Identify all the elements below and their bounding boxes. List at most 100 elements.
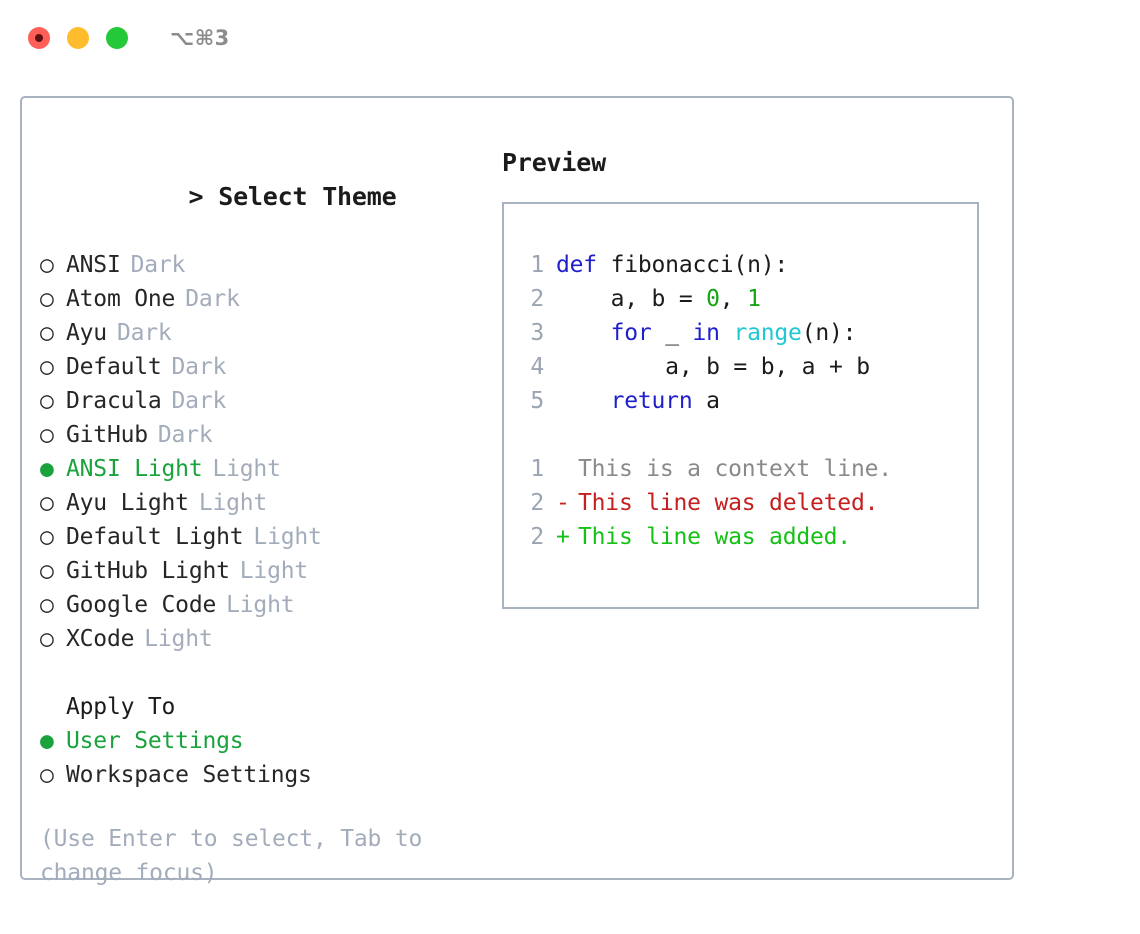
theme-option-name: GitHub Light bbox=[66, 558, 230, 584]
code-line-content: return a bbox=[556, 384, 720, 418]
diff-line-number: 1 bbox=[530, 456, 544, 482]
theme-option-kind: Light bbox=[212, 456, 281, 482]
code-line: 2 a, b = 0, 1 bbox=[516, 282, 971, 316]
theme-option-kind: Light bbox=[253, 524, 322, 550]
diff-marker: - bbox=[556, 490, 570, 516]
code-token-kw: for bbox=[610, 320, 652, 346]
theme-option-kind: Dark bbox=[130, 252, 186, 278]
apply-to-option-label: User Settings bbox=[66, 728, 244, 754]
theme-option-row[interactable]: ○ Atom One Dark bbox=[40, 282, 490, 316]
theme-option-row[interactable]: ○ Google Code Light bbox=[40, 588, 490, 622]
maximize-window-button[interactable] bbox=[106, 27, 128, 49]
diff-line-context: 1 This is a context line. bbox=[516, 452, 971, 486]
theme-option-name: Dracula bbox=[66, 388, 162, 414]
radio-unselected-icon[interactable]: ○ bbox=[40, 490, 54, 516]
title-bar: ⌥⌘3 bbox=[0, 0, 1140, 76]
radio-unselected-icon[interactable]: ○ bbox=[40, 354, 54, 380]
theme-option-kind: Light bbox=[198, 490, 268, 516]
radio-unselected-icon[interactable]: ○ bbox=[40, 422, 54, 448]
code-token-plain: , bbox=[719, 286, 748, 312]
apply-to-heading: Apply To bbox=[66, 694, 176, 720]
code-token-plain: _ bbox=[651, 320, 693, 346]
theme-option-row[interactable]: ○ Ayu Light Light bbox=[40, 486, 490, 520]
diff-line-add: 2+This line was added. bbox=[516, 520, 971, 554]
code-token-plain: (n): bbox=[801, 320, 857, 346]
diff-line-content: This is a context line. bbox=[578, 456, 892, 482]
apply-to-option-row[interactable]: ● User Settings bbox=[40, 724, 490, 758]
radio-unselected-icon[interactable]: ○ bbox=[40, 252, 54, 278]
theme-option-kind: Dark bbox=[171, 354, 227, 380]
radio-unselected-icon[interactable]: ○ bbox=[40, 592, 54, 618]
radio-unselected-icon[interactable]: ○ bbox=[40, 558, 54, 584]
theme-option-name: ANSI Light bbox=[66, 456, 203, 482]
radio-unselected-icon[interactable]: ○ bbox=[40, 286, 54, 312]
theme-option-name: Default bbox=[66, 354, 162, 380]
code-token-kw: def bbox=[556, 252, 611, 278]
theme-option-name: Ayu Light bbox=[66, 490, 189, 516]
theme-option-row[interactable]: ● ANSI Light Light bbox=[40, 452, 490, 486]
theme-option-kind: Dark bbox=[116, 320, 172, 346]
diff-line-list: 1 This is a context line.2-This line was… bbox=[516, 452, 971, 554]
radio-unselected-icon[interactable]: ○ bbox=[40, 524, 54, 550]
code-line-content: def fibonacci(n): bbox=[556, 248, 788, 282]
code-line-number: 1 bbox=[530, 252, 544, 278]
diff-marker bbox=[556, 452, 578, 486]
code-token-plain: a, b = bbox=[556, 286, 707, 312]
keyboard-hint-text: (Use Enter to select, Tab to change focu… bbox=[40, 826, 423, 886]
theme-option-name: Default Light bbox=[66, 524, 244, 550]
code-line-number: 4 bbox=[530, 354, 544, 380]
theme-option-kind: Light bbox=[144, 626, 213, 652]
select-theme-label: Select Theme bbox=[218, 182, 397, 211]
code-line-content: a, b = 0, 1 bbox=[556, 282, 761, 316]
diff-line-number: 2 bbox=[530, 490, 544, 516]
radio-selected-icon[interactable]: ● bbox=[40, 728, 54, 754]
theme-option-row[interactable]: ○ Default Dark bbox=[40, 350, 490, 384]
code-token-plain: fibonacci(n): bbox=[610, 252, 789, 278]
diff-marker: + bbox=[556, 524, 570, 550]
radio-selected-icon[interactable]: ● bbox=[40, 456, 54, 482]
theme-option-kind: Light bbox=[226, 592, 295, 618]
apply-to-option-label: Workspace Settings bbox=[66, 762, 312, 788]
code-token-plain bbox=[720, 320, 734, 346]
code-line-number: 3 bbox=[530, 320, 544, 346]
diff-line-content: This line was deleted. bbox=[578, 490, 879, 516]
theme-option-name: Atom One bbox=[66, 286, 176, 312]
theme-option-row[interactable]: ○ ANSI Dark bbox=[40, 248, 490, 282]
code-line-number: 2 bbox=[530, 286, 544, 312]
code-token-kw: in bbox=[692, 320, 720, 346]
radio-unselected-icon[interactable]: ○ bbox=[40, 388, 54, 414]
close-window-button[interactable] bbox=[28, 27, 50, 49]
code-line: 3 for _ in range(n): bbox=[516, 316, 971, 350]
code-token-builtin: range bbox=[733, 320, 802, 346]
list-spacer bbox=[40, 656, 490, 690]
theme-option-kind: Dark bbox=[185, 286, 240, 312]
keyboard-shortcut-label: ⌥⌘3 bbox=[170, 26, 230, 50]
radio-unselected-icon[interactable]: ○ bbox=[40, 762, 54, 788]
selection-caret: > bbox=[188, 182, 204, 211]
preview-heading: Preview bbox=[502, 148, 606, 177]
diff-line-number: 2 bbox=[530, 524, 544, 550]
code-token-plain: a, b = b, a + b bbox=[556, 354, 870, 380]
code-line-number: 5 bbox=[530, 388, 544, 414]
minimize-window-button[interactable] bbox=[67, 27, 89, 49]
theme-option-name: ANSI bbox=[66, 252, 121, 278]
radio-unselected-icon[interactable]: ○ bbox=[40, 320, 54, 346]
diff-line-del: 2-This line was deleted. bbox=[516, 486, 971, 520]
theme-option-row[interactable]: ○ Default Light Light bbox=[40, 520, 490, 554]
code-token-num: 1 bbox=[747, 286, 761, 312]
apply-to-option-row[interactable]: ○ Workspace Settings bbox=[40, 758, 490, 792]
theme-option-name: Google Code bbox=[66, 592, 217, 618]
radio-unselected-icon[interactable]: ○ bbox=[40, 626, 54, 652]
code-token-plain bbox=[556, 320, 611, 346]
